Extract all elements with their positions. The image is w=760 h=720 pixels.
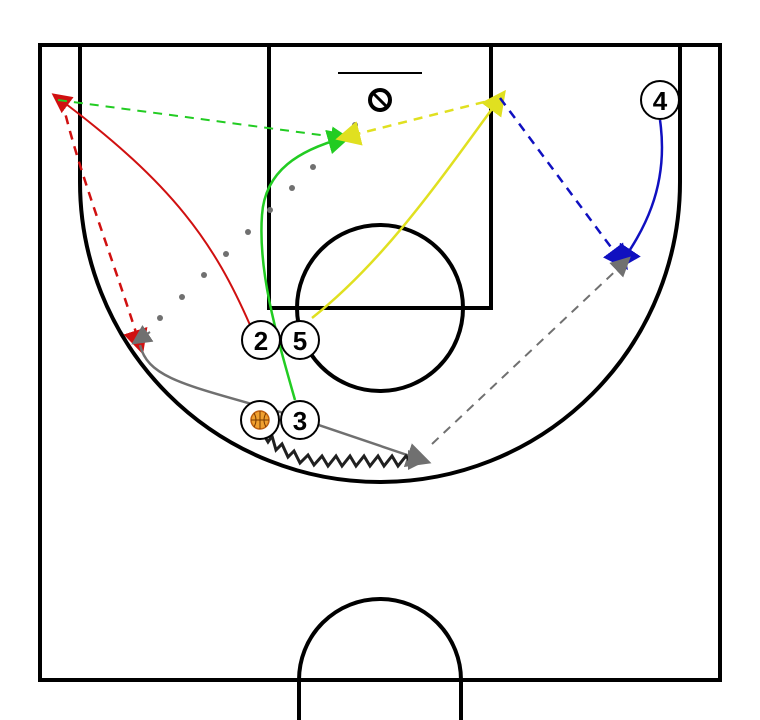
player-5[interactable]: 5 <box>280 320 320 360</box>
player-ball-handler[interactable] <box>240 400 280 440</box>
basket-icon <box>368 88 392 112</box>
gray-small-arrow <box>131 325 154 345</box>
green-cut-path <box>260 129 353 401</box>
red-cut-path <box>51 93 251 326</box>
basketball-icon <box>250 410 270 430</box>
dribble-path <box>260 431 420 469</box>
center-circle <box>297 597 463 720</box>
svg-text:2: 2 <box>254 326 268 356</box>
gray-pass-path <box>431 256 631 445</box>
player-4[interactable]: 4 <box>640 80 680 120</box>
three-point-line <box>78 45 682 484</box>
yellow-pass-path <box>335 96 501 146</box>
player-3[interactable]: 3 <box>280 400 320 440</box>
svg-text:4: 4 <box>653 86 668 116</box>
blue-pass-path <box>498 97 628 271</box>
red-pass-path <box>60 99 148 355</box>
court-lines <box>38 43 722 720</box>
gray-cut-path <box>138 344 432 468</box>
player-2[interactable]: 2 <box>241 320 281 360</box>
svg-text:5: 5 <box>293 326 307 356</box>
paint-lane <box>267 43 493 310</box>
screen-path-dotted <box>157 122 358 321</box>
free-throw-circle <box>295 223 465 393</box>
blue-cut-path <box>616 119 664 271</box>
yellow-cut-path <box>311 89 506 319</box>
svg-text:3: 3 <box>293 406 307 436</box>
